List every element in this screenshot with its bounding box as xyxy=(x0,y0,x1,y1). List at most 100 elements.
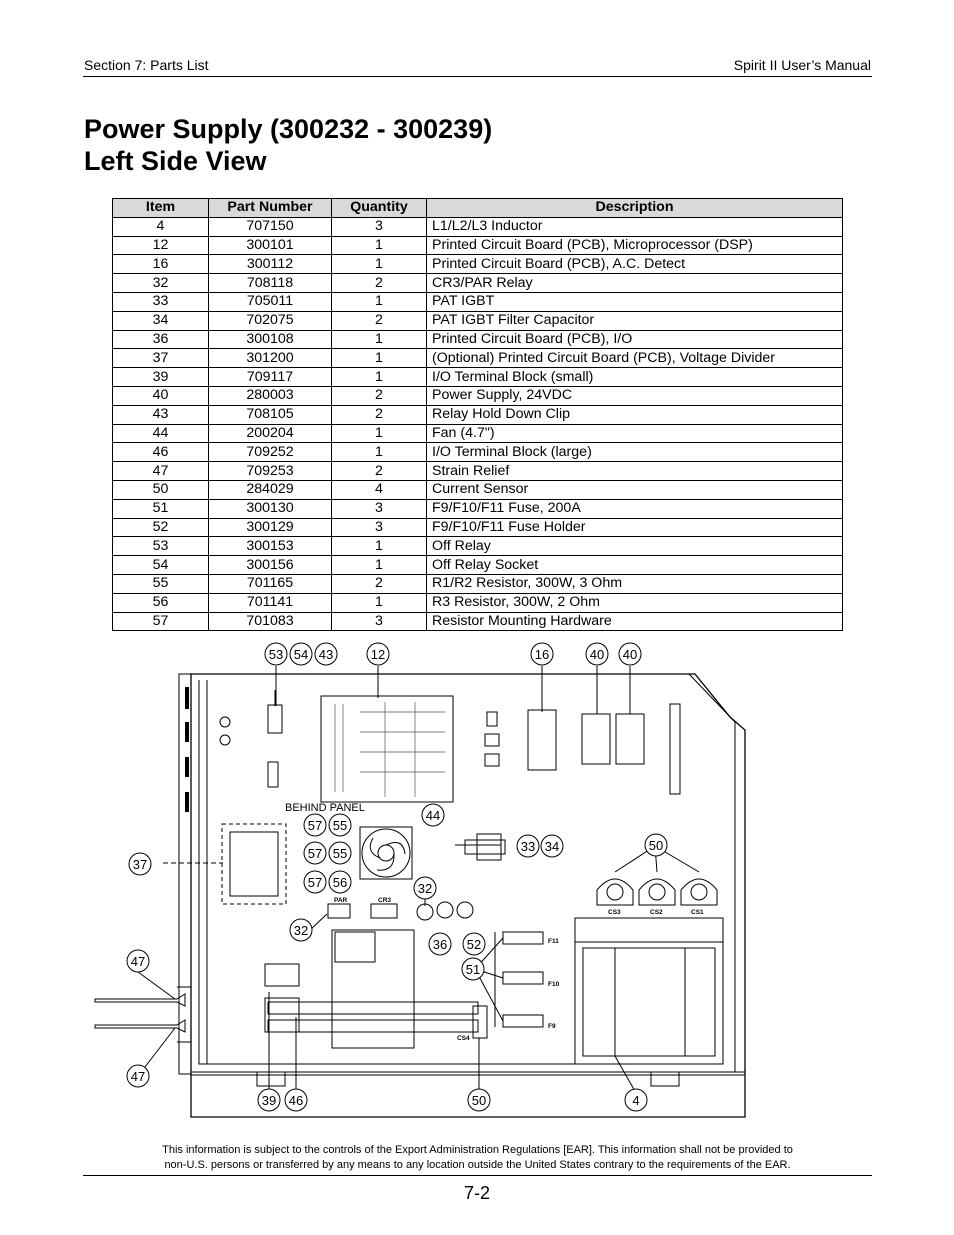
description-cell: PAT IGBT Filter Capacitor xyxy=(426,310,843,331)
part-number-cell: 300156 xyxy=(208,555,332,575)
part-number-cell: 701141 xyxy=(208,592,332,613)
description-cell: F9/F10/F11 Fuse Holder xyxy=(426,517,843,538)
description-cell: Resistor Mounting Hardware xyxy=(426,611,843,632)
callout-50a: 50 xyxy=(644,833,668,857)
description-cell: Printed Circuit Board (PCB), I/O xyxy=(426,329,843,350)
svg-text:47: 47 xyxy=(131,1069,145,1084)
svg-text:57: 57 xyxy=(308,846,322,861)
cs4-label: CS4 xyxy=(457,1035,470,1042)
svg-text:57: 57 xyxy=(308,875,322,890)
callout-47b: 47 xyxy=(126,1064,150,1088)
title-line-2: Left Side View xyxy=(84,146,267,176)
svg-text:40: 40 xyxy=(623,647,637,662)
page-number: 7-2 xyxy=(463,1183,490,1203)
quantity-cell: 1 xyxy=(331,254,427,275)
export-notice-line-2: non-U.S. persons or transferred by any m… xyxy=(164,1159,791,1171)
item-cell: 33 xyxy=(112,291,209,312)
item-cell: 56 xyxy=(112,592,209,613)
svg-text:36: 36 xyxy=(433,937,447,952)
quantity-cell: 1 xyxy=(331,235,427,256)
part-number-cell: 708105 xyxy=(208,404,332,425)
callout-55b: 55 xyxy=(328,841,352,865)
f9-label: F9 xyxy=(548,1023,556,1030)
export-notice-line-1: This information is subject to the contr… xyxy=(162,1144,793,1156)
item-cell: 16 xyxy=(112,254,209,275)
callout-52: 52 xyxy=(462,932,486,956)
quantity-cell: 1 xyxy=(331,367,427,387)
part-number-cell: 300108 xyxy=(208,329,332,350)
svg-text:57: 57 xyxy=(308,818,322,833)
quantity-cell: 2 xyxy=(331,385,427,406)
callout-44: 44 xyxy=(421,803,445,827)
description-cell: (Optional) Printed Circuit Board (PCB), … xyxy=(426,348,843,369)
svg-text:50: 50 xyxy=(649,838,663,853)
item-cell: 32 xyxy=(112,273,209,293)
column-header: Description xyxy=(426,198,843,218)
quantity-cell: 2 xyxy=(331,573,427,594)
cs3-label: CS3 xyxy=(608,909,621,916)
callout-57b: 57 xyxy=(303,841,327,865)
callout-34: 34 xyxy=(540,834,564,858)
quantity-cell: 1 xyxy=(331,592,427,613)
callouts: 53 54 43 12 16 40 40 44 57 55 57 55 57 5… xyxy=(126,642,668,1112)
svg-text:51: 51 xyxy=(466,962,480,977)
svg-text:32: 32 xyxy=(294,923,308,938)
callout-53: 53 xyxy=(264,642,288,666)
description-cell: Fan (4.7") xyxy=(426,423,843,444)
svg-text:44: 44 xyxy=(426,808,440,823)
item-cell: 51 xyxy=(112,498,209,519)
part-number-cell: 284029 xyxy=(208,479,332,500)
item-cell: 36 xyxy=(112,329,209,350)
svg-text:52: 52 xyxy=(467,937,481,952)
item-cell: 12 xyxy=(112,235,209,256)
part-number-cell: 701083 xyxy=(208,611,332,632)
callout-40a: 40 xyxy=(585,642,609,666)
diagram-labels: BEHIND PANEL PAR CR3 CS3 CS2 CS1 CS4 F11… xyxy=(285,802,704,1042)
quantity-cell: 2 xyxy=(331,273,427,293)
header-section: Section 7: Parts List xyxy=(84,57,209,73)
description-cell: R1/R2 Resistor, 300W, 3 Ohm xyxy=(426,573,843,594)
item-cell: 57 xyxy=(112,611,209,632)
part-number-cell: 702075 xyxy=(208,310,332,331)
part-number-cell: 300129 xyxy=(208,517,332,538)
item-cell: 55 xyxy=(112,573,209,594)
callout-43: 43 xyxy=(314,642,338,666)
svg-text:4: 4 xyxy=(632,1093,639,1108)
callout-39: 39 xyxy=(257,1088,281,1112)
svg-text:50: 50 xyxy=(472,1093,486,1108)
quantity-cell: 4 xyxy=(331,479,427,500)
quantity-cell: 2 xyxy=(331,404,427,425)
quantity-cell: 1 xyxy=(331,442,427,463)
part-number-cell: 300153 xyxy=(208,536,332,557)
page-header: Section 7: Parts List Spirit II User’s M… xyxy=(83,56,872,77)
quantity-cell: 1 xyxy=(331,348,427,369)
callout-57a: 57 xyxy=(303,813,327,837)
column-header: Item xyxy=(112,198,209,218)
item-cell: 34 xyxy=(112,310,209,331)
svg-text:37: 37 xyxy=(133,857,147,872)
callout-33: 33 xyxy=(516,834,540,858)
description-cell: Off Relay xyxy=(426,536,843,557)
item-cell: 47 xyxy=(112,461,209,481)
item-cell: 52 xyxy=(112,517,209,538)
description-cell: Relay Hold Down Clip xyxy=(426,404,843,425)
description-cell: R3 Resistor, 300W, 2 Ohm xyxy=(426,592,843,613)
cs2-label: CS2 xyxy=(650,909,663,916)
svg-text:53: 53 xyxy=(269,647,283,662)
